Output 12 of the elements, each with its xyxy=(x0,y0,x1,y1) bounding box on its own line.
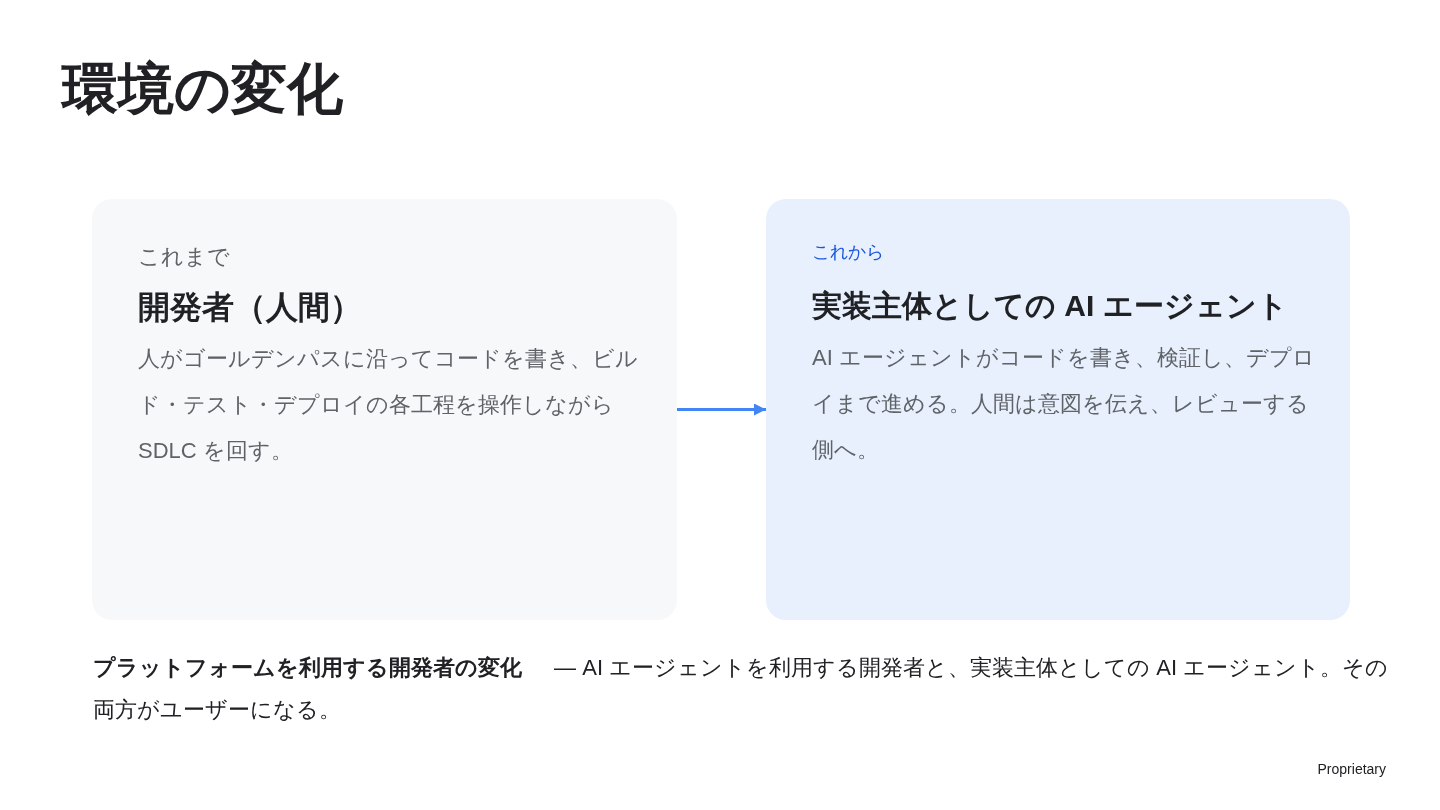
eyebrow-label: これから xyxy=(812,241,884,264)
slide-title: 環境の変化 xyxy=(62,56,343,122)
card-heading: 実装主体としての AI エージェント xyxy=(812,288,1288,325)
content-card xyxy=(766,199,1350,620)
card-description: 人がゴールデンパスに沿ってコードを書き、ビルド・テスト・デプロイの各工程を操作しながらSDLC を回す。 xyxy=(138,345,639,466)
summary-text: プラットフォームを利用する開発者の変化 — AI エージェントを利用する開発者と、実装主体としての AI エージェント。その両方がユーザーになる。 xyxy=(93,654,1390,724)
card-heading: 開発者（人間） xyxy=(138,287,362,327)
eyebrow-label: これまで xyxy=(138,243,230,271)
footer-label: Proprietary xyxy=(1317,760,1386,779)
content-card xyxy=(92,199,677,620)
card-description: AI エージェントがコードを書き、検証し、デプロイまで進める。人間は意図を伝え、レビューする側へ。 xyxy=(812,344,1316,465)
arrow xyxy=(677,403,766,416)
